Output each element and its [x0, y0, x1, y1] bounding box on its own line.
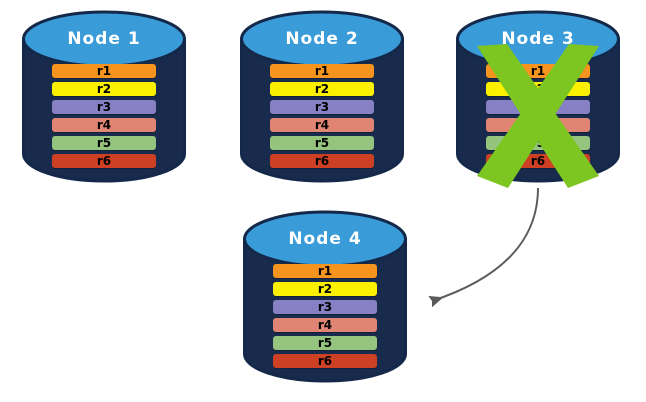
table-row[interactable]: r5 — [273, 336, 377, 350]
table-row[interactable]: r2 — [486, 82, 590, 96]
row-label: r4 — [317, 318, 333, 332]
table-row[interactable]: r1 — [270, 64, 374, 78]
table-row[interactable]: r3 — [486, 100, 590, 114]
table-row[interactable]: r2 — [270, 82, 374, 96]
row-label: r3 — [96, 100, 112, 114]
table-row[interactable]: r4 — [270, 118, 374, 132]
table-row[interactable]: r3 — [52, 100, 156, 114]
row-label: r6 — [96, 154, 112, 168]
table-row[interactable]: r3 — [270, 100, 374, 114]
table-row[interactable]: r5 — [52, 136, 156, 150]
row-label: r1 — [317, 264, 333, 278]
failover-arrow-path — [428, 187, 539, 308]
row-label: r4 — [96, 118, 112, 132]
node-2-top-disc — [240, 10, 404, 68]
row-label: r2 — [314, 82, 330, 96]
table-row[interactable]: r1 — [273, 264, 377, 278]
table-row[interactable]: r5 — [486, 136, 590, 150]
node-3-rows: r1 r2 r3 r4 r5 r6 — [456, 64, 620, 168]
table-row[interactable]: r6 — [52, 154, 156, 168]
row-label: r3 — [317, 300, 333, 314]
node-4-rows: r1 r2 r3 r4 r5 r6 — [243, 264, 407, 368]
row-label: r6 — [530, 154, 546, 168]
table-row[interactable]: r4 — [273, 318, 377, 332]
table-row[interactable]: r5 — [270, 136, 374, 150]
row-label: r1 — [314, 64, 330, 78]
node-1-top-disc — [22, 10, 186, 68]
node-1-rows: r1 r2 r3 r4 r5 r6 — [22, 64, 186, 168]
table-row[interactable]: r2 — [52, 82, 156, 96]
row-label: r5 — [314, 136, 330, 150]
row-label: r4 — [530, 118, 546, 132]
row-label: r3 — [314, 100, 330, 114]
table-row[interactable]: r3 — [273, 300, 377, 314]
table-row[interactable]: r6 — [273, 354, 377, 368]
row-label: r2 — [530, 82, 546, 96]
table-row[interactable]: r6 — [486, 154, 590, 168]
row-label: r6 — [317, 354, 333, 368]
row-label: r1 — [96, 64, 112, 78]
table-row[interactable]: r6 — [270, 154, 374, 168]
row-label: r2 — [96, 82, 112, 96]
node-3-top-disc — [456, 10, 620, 68]
row-label: r5 — [96, 136, 112, 150]
table-row[interactable]: r1 — [486, 64, 590, 78]
table-row[interactable]: r1 — [52, 64, 156, 78]
table-row[interactable]: r2 — [273, 282, 377, 296]
row-label: r5 — [317, 336, 333, 350]
node-2-rows: r1 r2 r3 r4 r5 r6 — [240, 64, 404, 168]
node-4-top-disc — [243, 210, 407, 268]
row-label: r6 — [314, 154, 330, 168]
row-label: r3 — [530, 100, 546, 114]
row-label: r4 — [314, 118, 330, 132]
row-label: r2 — [317, 282, 333, 296]
row-label: r1 — [530, 64, 546, 78]
table-row[interactable]: r4 — [52, 118, 156, 132]
row-label: r5 — [530, 136, 546, 150]
table-row[interactable]: r4 — [486, 118, 590, 132]
